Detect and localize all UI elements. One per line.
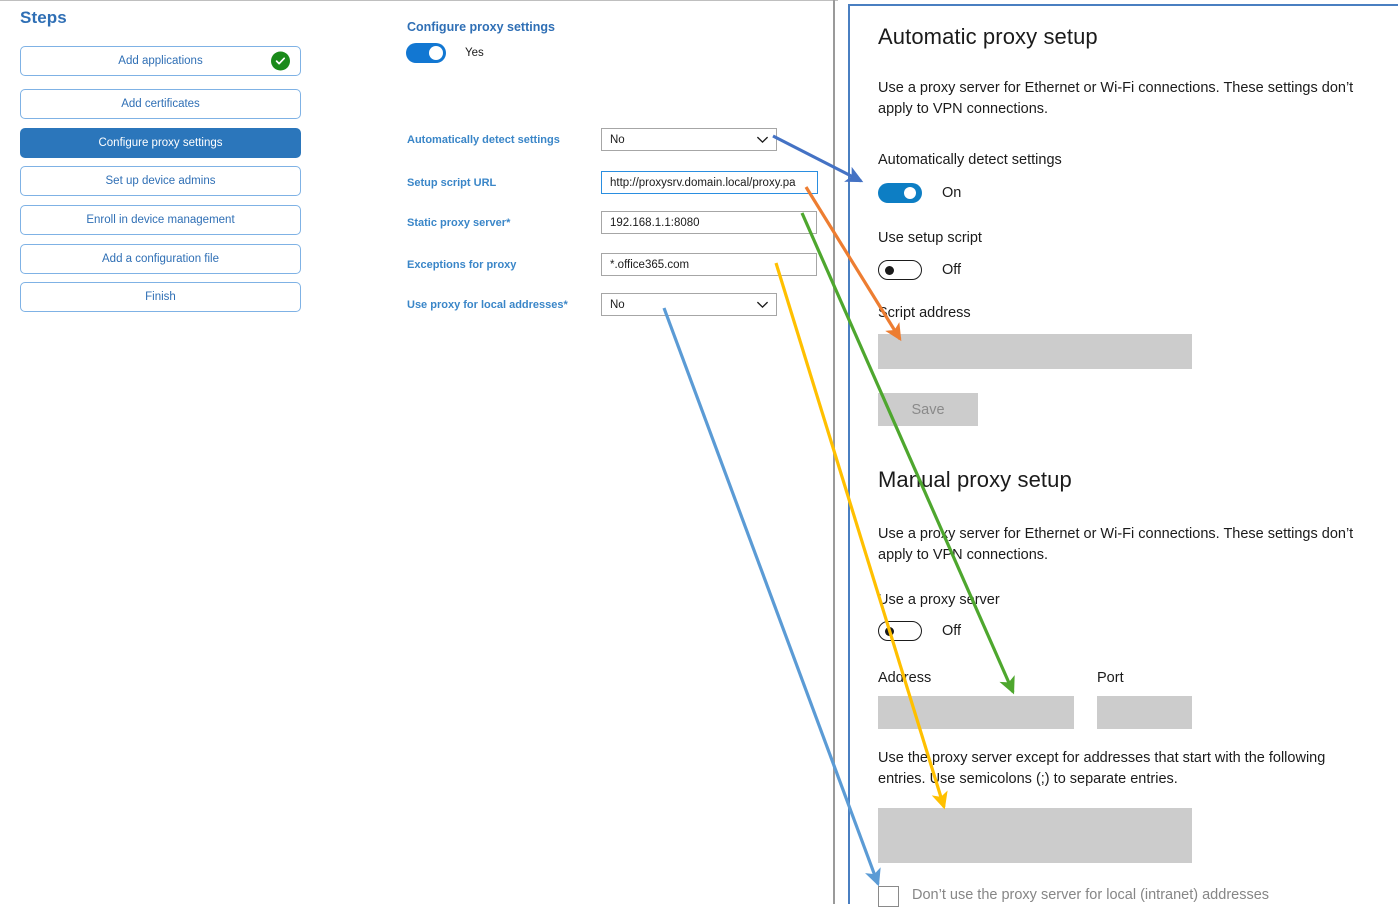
step-add-applications[interactable]: Add applications [20, 46, 301, 76]
step-label: Configure proxy settings [98, 137, 223, 149]
input-proxy-exceptions[interactable] [878, 808, 1192, 863]
automatically-detect-settings-toggle-row: On [878, 183, 961, 203]
input-script-address[interactable] [878, 334, 1192, 369]
automatic-proxy-setup-description: Use a proxy server for Ethernet or Wi-Fi… [878, 80, 1354, 118]
configure-proxy-toggle[interactable] [406, 43, 446, 63]
proxy-form-pane: Configure proxy settings Yes Automatical… [338, 1, 833, 904]
chevron-down-icon [757, 301, 768, 308]
step-add-a-configuration-file[interactable]: Add a configuration file [20, 244, 301, 274]
exceptions-description: Use the proxy server except for addresse… [878, 750, 1326, 788]
select-use-proxy-for-local-addresses[interactable]: No [601, 293, 777, 316]
top-divider [0, 0, 838, 1]
label-port: Port [1097, 670, 1124, 686]
steps-pane: Steps Add applications Add certificates … [0, 1, 338, 904]
toggle-state-label: Off [942, 623, 962, 639]
vertical-divider [833, 0, 835, 904]
label-use-a-proxy-server: Use a proxy server [878, 592, 1000, 608]
chevron-down-icon [757, 136, 768, 143]
label-use-setup-script: Use setup script [878, 230, 982, 246]
configure-proxy-toggle-row: Yes [406, 43, 484, 63]
toggle-state-label: Off [942, 262, 962, 278]
toggle-state-label: On [942, 185, 962, 201]
step-label: Add certificates [121, 98, 200, 110]
use-a-proxy-server-toggle-row: Off [878, 621, 961, 641]
step-label: Add a configuration file [102, 253, 219, 265]
step-add-certificates[interactable]: Add certificates [20, 89, 301, 119]
step-label: Enroll in device management [86, 214, 235, 226]
step-finish[interactable]: Finish [20, 282, 301, 312]
manual-proxy-setup-heading: Manual proxy setup [878, 467, 1072, 492]
configure-proxy-toggle-value: Yes [465, 47, 484, 59]
label-use-proxy-for-local-addresses: Use proxy for local addresses* [407, 299, 568, 311]
input-address[interactable] [878, 696, 1074, 729]
use-setup-script-toggle[interactable] [878, 260, 922, 280]
label-setup-script-url: Setup script URL [407, 177, 497, 189]
step-configure-proxy-settings[interactable]: Configure proxy settings [20, 128, 301, 158]
label-bypass-local-addresses: Don’t use the proxy server for local (in… [912, 887, 1270, 903]
windows-proxy-settings-panel: Automatic proxy setup Use a proxy server… [848, 4, 1398, 907]
input-static-proxy-server[interactable]: 192.168.1.1:8080 [601, 211, 817, 234]
step-enroll-in-device-management[interactable]: Enroll in device management [20, 205, 301, 235]
label-static-proxy-server: Static proxy server* [407, 217, 511, 229]
step-label: Add applications [118, 55, 203, 67]
input-port[interactable] [1097, 696, 1192, 729]
label-automatically-detect-settings: Automatically detect settings [878, 152, 1062, 168]
select-value: No [610, 298, 625, 311]
select-value: No [610, 133, 625, 146]
label-address: Address [878, 670, 932, 686]
steps-title: Steps [20, 8, 67, 27]
input-value: http://proxysrv.domain.local/proxy.pa [610, 176, 796, 189]
save-button[interactable]: Save [878, 393, 978, 426]
use-a-proxy-server-toggle[interactable] [878, 621, 922, 641]
label-script-address: Script address [878, 305, 971, 321]
select-automatically-detect-settings[interactable]: No [601, 128, 777, 151]
input-setup-script-url[interactable]: http://proxysrv.domain.local/proxy.pa [601, 171, 818, 194]
input-value: 192.168.1.1:8080 [610, 216, 700, 229]
step-set-up-device-admins[interactable]: Set up device admins [20, 166, 301, 196]
input-exceptions-for-proxy[interactable]: *.office365.com [601, 253, 817, 276]
form-heading: Configure proxy settings [407, 20, 555, 34]
step-label: Set up device admins [105, 175, 216, 187]
label-exceptions-for-proxy: Exceptions for proxy [407, 259, 517, 271]
label-automatically-detect-settings: Automatically detect settings [407, 134, 560, 146]
check-circle-icon [271, 51, 290, 71]
use-setup-script-toggle-row: Off [878, 260, 961, 280]
automatic-proxy-setup-heading: Automatic proxy setup [878, 24, 1098, 49]
manual-proxy-setup-description: Use a proxy server for Ethernet or Wi-Fi… [878, 526, 1354, 564]
step-label: Finish [145, 291, 176, 303]
automatically-detect-settings-toggle[interactable] [878, 183, 922, 203]
input-value: *.office365.com [610, 258, 690, 271]
